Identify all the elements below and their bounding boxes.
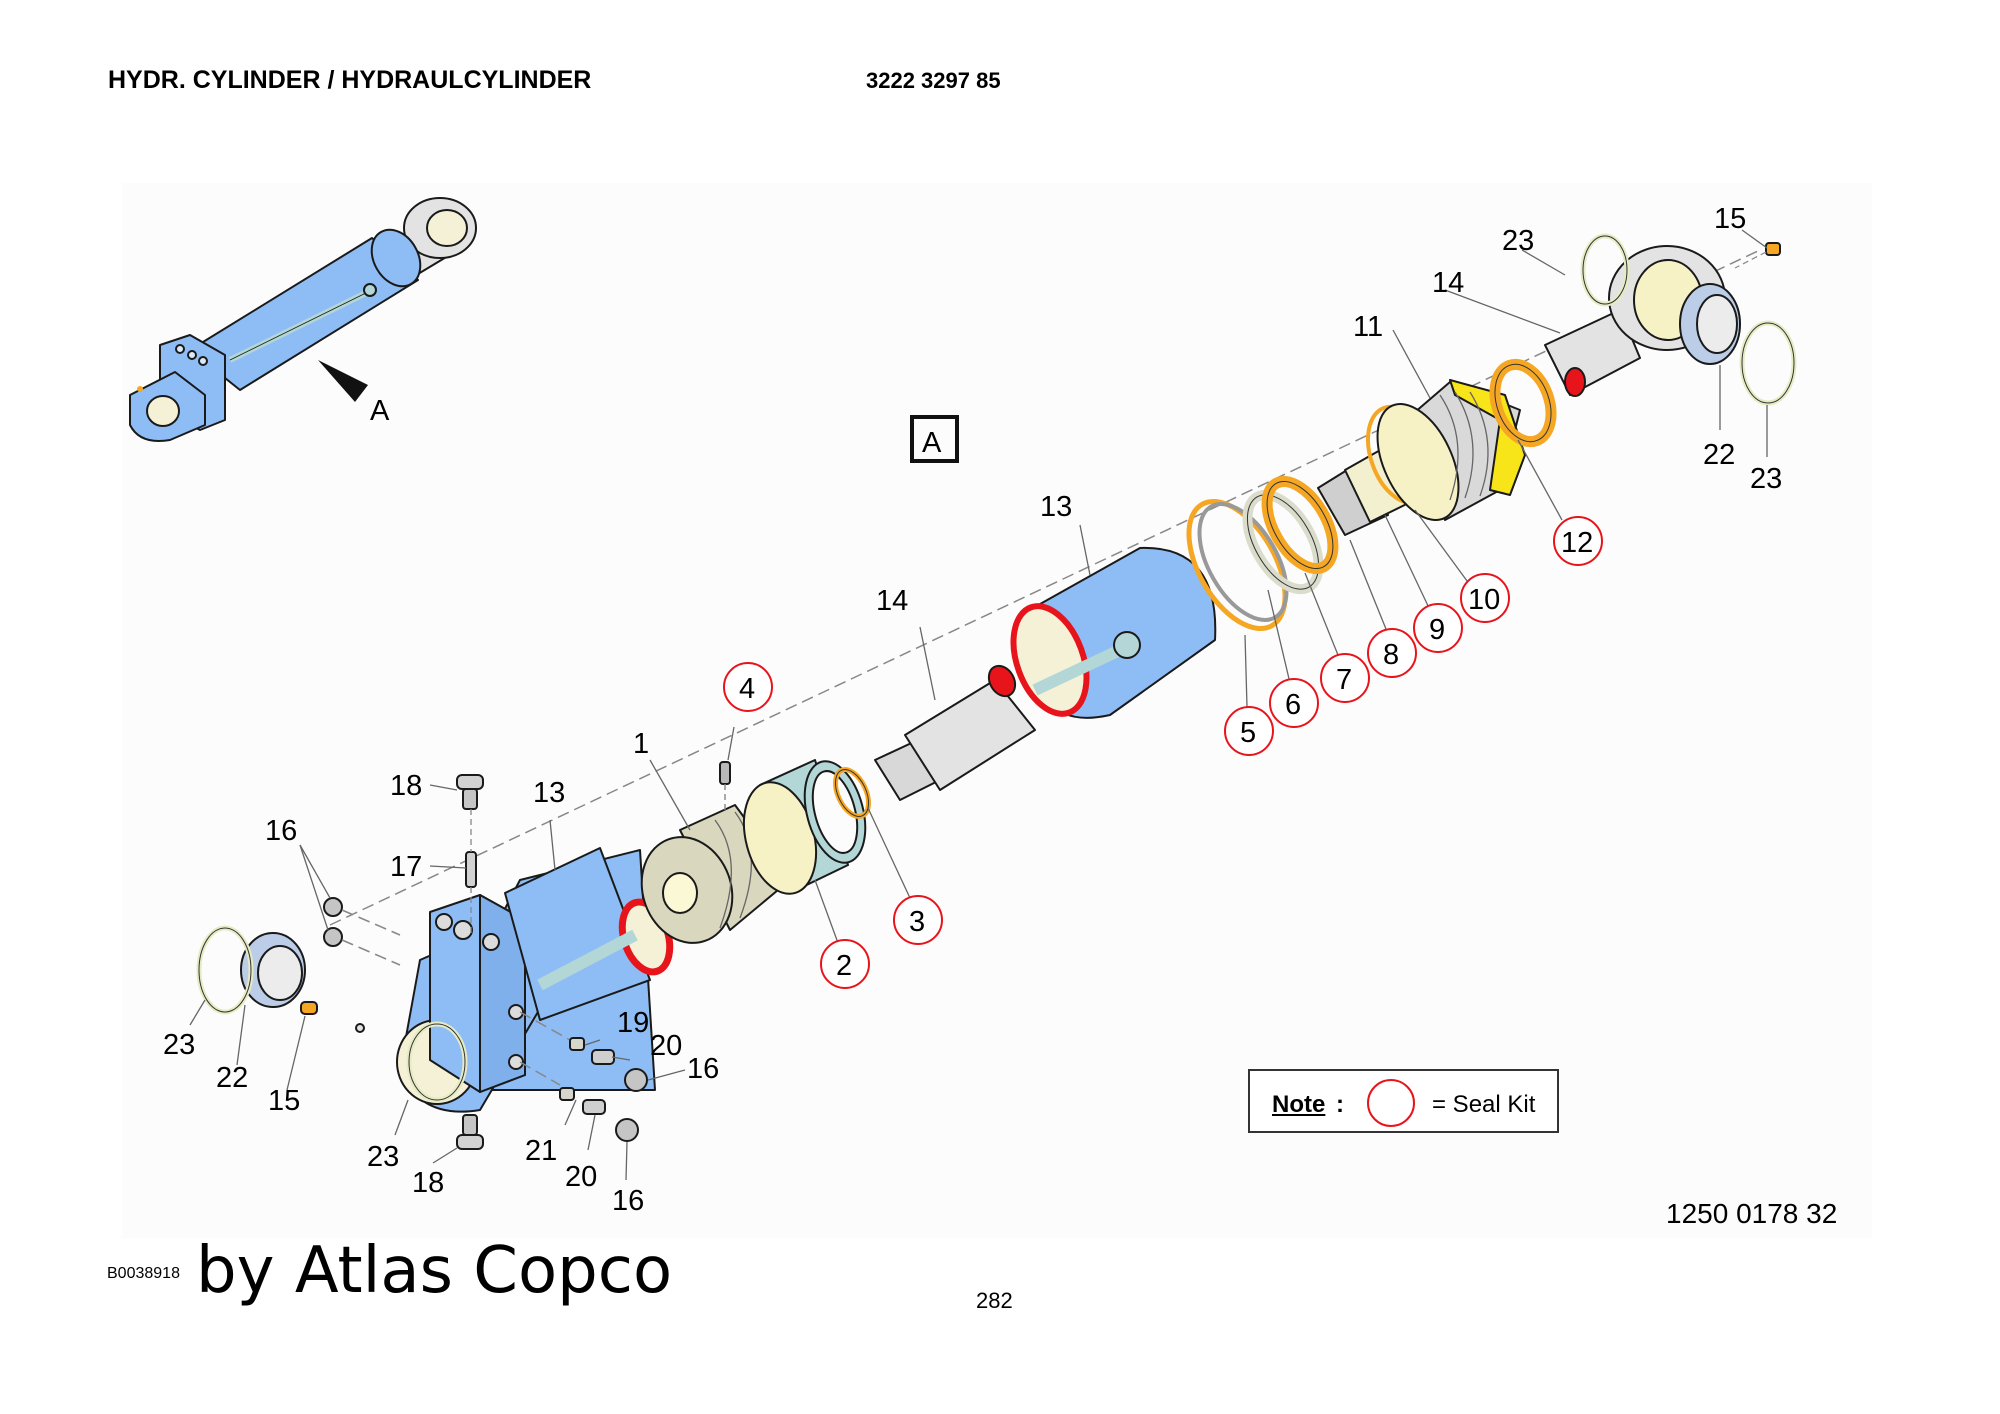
drawing-number: 1250 0178 32: [1666, 1198, 1838, 1229]
part-number: 3222 3297 85: [866, 68, 1001, 93]
seal-callout-3: 3: [893, 895, 943, 945]
callout-22-left: 22: [216, 1062, 248, 1094]
circlip-left-inner: [406, 1021, 468, 1103]
seal-callout-6-label: 6: [1285, 689, 1301, 721]
seal-callout-10-label: 10: [1468, 584, 1500, 616]
brand-watermark: by Atlas Copco: [196, 1234, 673, 1308]
seal-7: [1261, 475, 1339, 575]
callout-18-bottom: 18: [412, 1167, 444, 1199]
seal-kit-callouts: 2 3 4 5 6 7 8 9: [723, 516, 1603, 989]
image-code: B0038918: [107, 1265, 180, 1282]
wiper-6: [1242, 489, 1324, 595]
grease-nipple-left: [300, 1001, 318, 1015]
callout-15-right: 15: [1714, 203, 1746, 235]
callout-16-bottom: 16: [612, 1185, 644, 1217]
callout-20-upper: 20: [650, 1030, 682, 1062]
guide-band: [742, 759, 867, 895]
section-label: A: [922, 427, 942, 459]
set-screw: [719, 761, 731, 810]
seal-callout-10: 10: [1460, 573, 1510, 623]
seal-callout-12-label: 12: [1561, 527, 1593, 559]
seal-kit-circle-icon: [1367, 1079, 1415, 1127]
callout-14-rod: 14: [876, 585, 908, 617]
seal-callout-4-label: 4: [739, 673, 755, 705]
view-label-a: A: [370, 395, 390, 427]
cylinder-tube: [1010, 546, 1217, 719]
overview-cylinder: A: [129, 197, 477, 442]
spherical-bearing-left: [240, 932, 306, 1008]
overview-head-block: [129, 334, 226, 442]
seal-callout-7: 7: [1320, 653, 1370, 703]
plug-top: [456, 774, 484, 810]
seal-callout-7-label: 7: [1336, 664, 1352, 696]
leader-lines: [189, 229, 1768, 1181]
callout-16-upper: 16: [265, 815, 297, 847]
callout-13-lower: 13: [533, 777, 565, 809]
callout-13-center: 13: [1040, 491, 1072, 523]
seal-callout-9: 9: [1413, 603, 1463, 653]
callout-15-left: 15: [268, 1085, 300, 1117]
seal-callout-5: 5: [1224, 706, 1274, 756]
plug-bottom: [456, 1114, 484, 1150]
o-ring: [832, 767, 872, 819]
seal-callout-2-label: 2: [836, 950, 852, 982]
callout-22-right: 22: [1703, 439, 1735, 471]
overview-barrel: [189, 228, 422, 391]
valve-parts-upper: [519, 1011, 648, 1092]
check-valve: [465, 809, 477, 935]
valve-parts-lower: [519, 1061, 639, 1142]
seal-12: [1489, 358, 1557, 448]
callout-1: 1: [633, 728, 649, 760]
assembly-axis: [329, 249, 1761, 926]
callout-16-right: 16: [687, 1053, 719, 1085]
page-number: 282: [976, 1288, 1013, 1313]
callout-17: 17: [390, 851, 422, 883]
callout-19: 19: [617, 1007, 649, 1039]
seal-callout-6: 6: [1269, 678, 1319, 728]
callout-11: 11: [1353, 311, 1383, 343]
callout-14-eye: 14: [1432, 267, 1464, 299]
cylinder-barrel-lower: [504, 847, 674, 1021]
callout-23-right-bottom: 23: [1750, 463, 1782, 495]
seal-kit-legend: Note : = Seal Kit: [1248, 1069, 1559, 1133]
section-label-box: A: [910, 415, 959, 463]
plain-callouts: 1 11 13 13 14 14 15 15 16 16 16 17 18 18…: [163, 203, 1782, 1217]
circlip-right-top: [1580, 233, 1630, 307]
callout-20-lower: 20: [565, 1161, 597, 1193]
grease-nipple-right: [1734, 242, 1781, 269]
callout-23-left: 23: [163, 1029, 195, 1061]
circlip-left-outer: [196, 925, 254, 1015]
seal-callout-8: 8: [1367, 628, 1417, 678]
callout-21: 21: [525, 1135, 557, 1167]
gland-nut: [1376, 379, 1526, 521]
callout-18-top: 18: [390, 770, 422, 802]
seal-callout-3-label: 3: [909, 906, 925, 938]
seal-callout-4: 4: [723, 662, 773, 712]
seal-callout-8-label: 8: [1383, 639, 1399, 671]
spherical-bearing-right: [1679, 283, 1741, 365]
seal-callout-5-label: 5: [1240, 717, 1256, 749]
plugs-upper: [323, 897, 401, 966]
document-title: HYDR. CYLINDER / HYDRAULCYLINDER: [108, 66, 592, 94]
note-label: Note: [1272, 1091, 1326, 1118]
circlip-right-bottom: [1739, 320, 1797, 406]
seal-callout-12: 12: [1553, 516, 1603, 566]
seal-callout-2: 2: [820, 939, 870, 989]
piston-rod: [874, 664, 1036, 801]
callout-23-inner: 23: [367, 1141, 399, 1173]
callout-23-right-top: 23: [1502, 225, 1534, 257]
note-colon: :: [1336, 1091, 1344, 1118]
seal-callout-9-label: 9: [1429, 614, 1445, 646]
view-arrow: [318, 360, 368, 402]
note-text: = Seal Kit: [1432, 1091, 1536, 1118]
